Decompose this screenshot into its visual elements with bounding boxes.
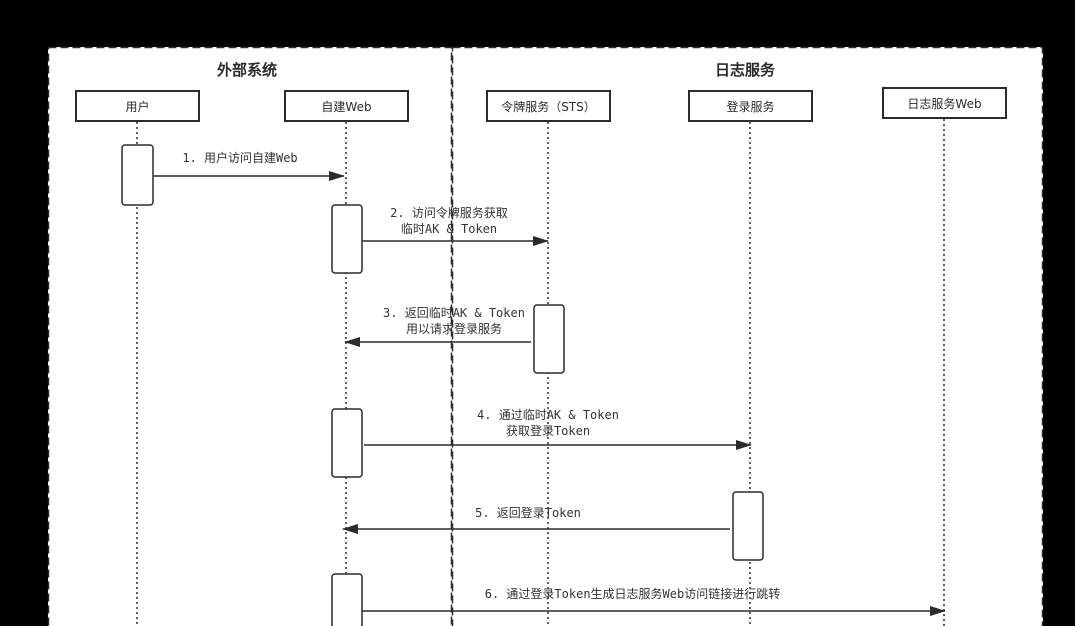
message-label-4-line2: 获取登录Token	[505, 424, 591, 438]
participant-logweb: 日志服务Web	[882, 87, 1007, 119]
activation-login-5	[732, 491, 764, 561]
message-label-5-line1: 5. 返回登录Token	[475, 506, 581, 520]
participant-sts-label: 令牌服务（STS）	[501, 99, 596, 114]
message-label-4: 4. 通过临时AK & Token 获取登录Token	[468, 407, 628, 439]
activation-web-4	[331, 408, 363, 478]
message-label-4-line1: 4. 通过临时AK & Token	[477, 408, 619, 422]
group-title-external: 外部系统	[217, 61, 278, 79]
participant-web: 自建Web	[284, 90, 409, 122]
message-label-3: 3. 返回临时AK & Token 用以请求登录服务	[369, 305, 539, 337]
message-label-6: 6. 通过登录Token生成日志服务Web访问链接进行跳转	[470, 586, 795, 602]
message-label-5: 5. 返回登录Token	[468, 505, 588, 521]
participant-user-label: 用户	[125, 99, 150, 114]
message-label-2-line2: 临时AK & Token	[400, 222, 498, 236]
message-label-2: 2. 访问令牌服务获取 临时AK & Token	[369, 205, 529, 237]
external-system-frame	[47, 46, 453, 626]
activation-sts-3	[533, 304, 565, 374]
activation-web-6	[331, 573, 363, 626]
activation-user-1	[121, 144, 154, 206]
message-label-3-line1: 3. 返回临时AK & Token	[383, 306, 525, 320]
participant-sts: 令牌服务（STS）	[486, 90, 611, 122]
participant-user: 用户	[75, 90, 200, 122]
message-label-3-line2: 用以请求登录服务	[405, 322, 502, 336]
message-label-1-line1: 1. 用户访问自建Web	[182, 151, 298, 165]
participant-web-label: 自建Web	[321, 99, 372, 114]
message-label-6-line1: 6. 通过登录Token生成日志服务Web访问链接进行跳转	[484, 587, 781, 601]
participant-logweb-label: 日志服务Web	[907, 96, 982, 111]
log-service-frame	[451, 46, 1044, 626]
message-label-2-line1: 2. 访问令牌服务获取	[390, 206, 508, 220]
participant-login: 登录服务	[688, 90, 813, 122]
message-label-1: 1. 用户访问自建Web	[170, 150, 310, 166]
participant-login-label: 登录服务	[726, 99, 775, 114]
activation-web-2	[331, 204, 363, 274]
group-title-log-service: 日志服务	[715, 61, 776, 79]
